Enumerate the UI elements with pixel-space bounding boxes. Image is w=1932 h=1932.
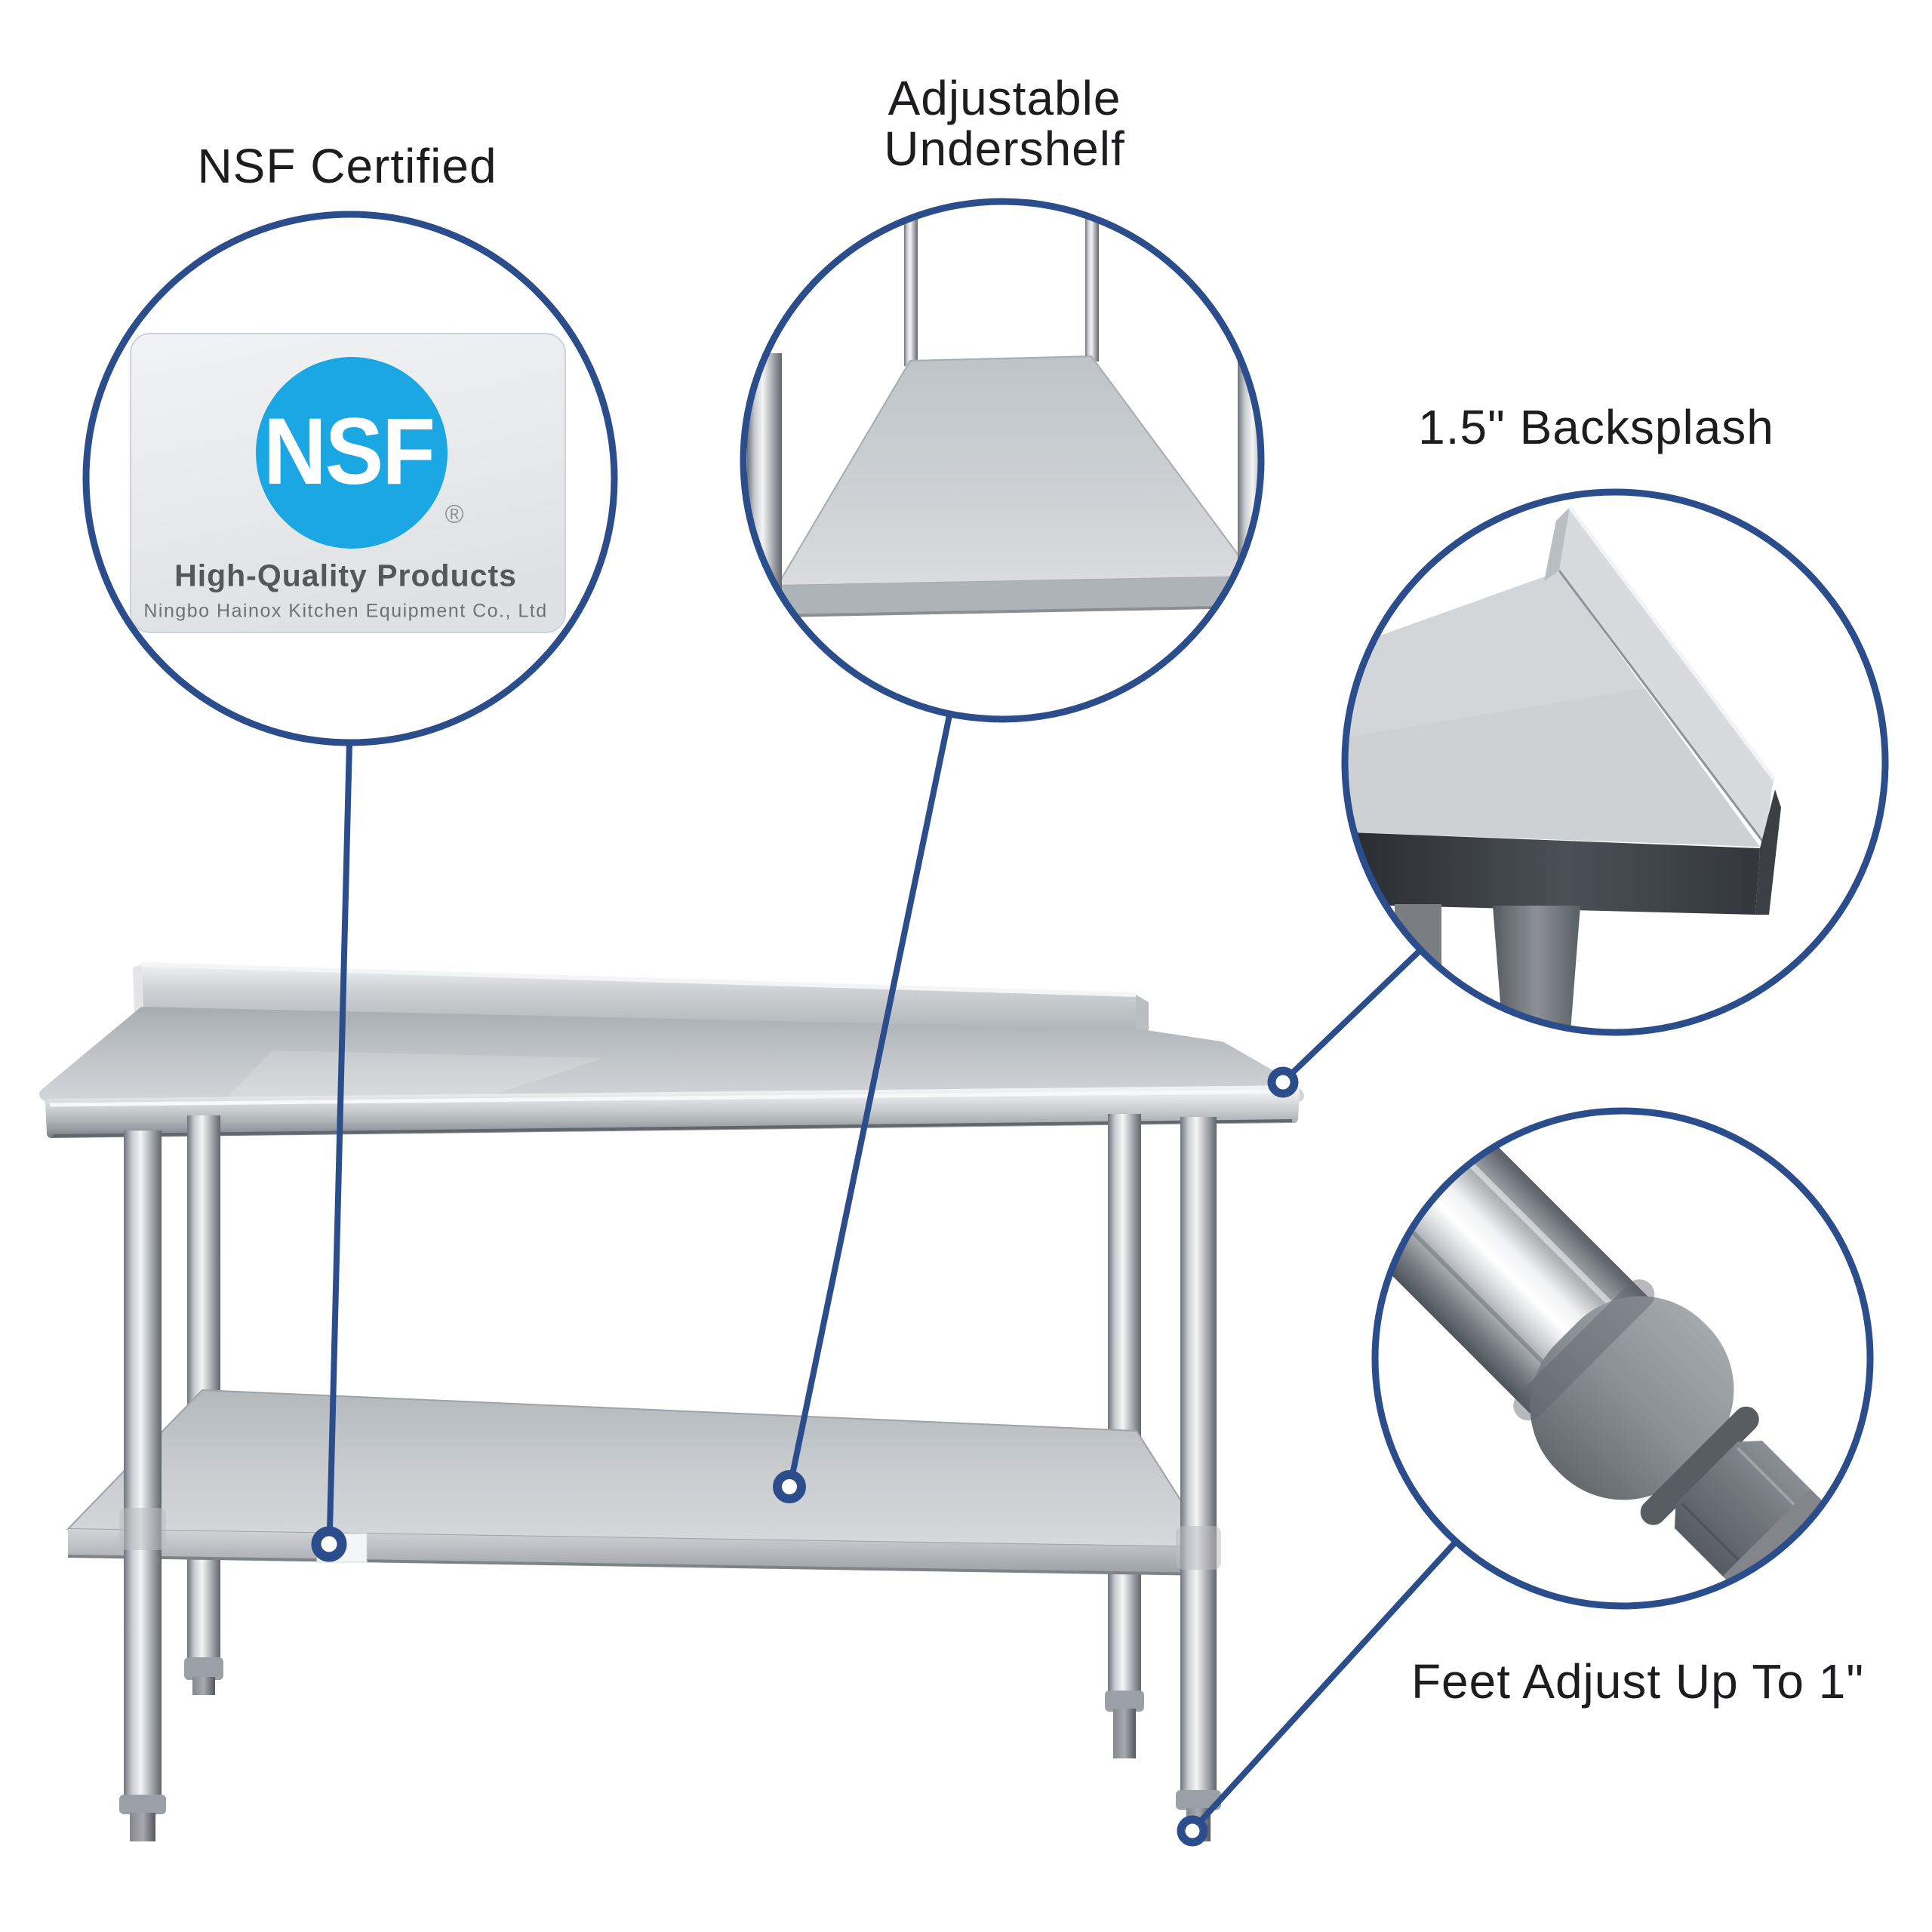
- tabletop-sheen: [226, 1051, 604, 1103]
- marker-undershelf-icon: [773, 1470, 806, 1503]
- callout-circle-nsf: [82, 211, 618, 746]
- nsf-logo-disc: [256, 357, 448, 549]
- nsf-card-company-line: Ningbo Hainox Kitchen Equipment Co., Ltd: [143, 600, 548, 622]
- table-leg-back-right: [1105, 1114, 1144, 1758]
- nsf-registered-mark: ®: [445, 500, 464, 529]
- undershelf-detail: [747, 204, 1259, 622]
- nsf-card-tagline: High-Quality Products: [174, 558, 517, 593]
- marker-backsplash-icon: [1267, 1066, 1299, 1098]
- table-leg-front-left: [119, 1131, 166, 1841]
- backsplash-detail: [1347, 506, 1781, 1030]
- callout-line-feet: [1198, 1540, 1458, 1823]
- table-undershelf: [66, 1389, 1212, 1576]
- feet-adjust-label: Feet Adjust Up To 1": [1411, 1654, 1865, 1709]
- marker-nsf-icon: [311, 1526, 347, 1562]
- nsf-logo-text: NSF: [263, 398, 435, 505]
- callout-line-nsf: [327, 740, 352, 1534]
- callout-circle-feet: [1371, 1107, 1874, 1610]
- callout-markers: [311, 1066, 1299, 1847]
- adjustable-undershelf-label-line2: Undershelf: [884, 122, 1125, 176]
- callout-circle-undershelf: [740, 198, 1265, 723]
- table-leg-front-right: [1176, 1117, 1221, 1841]
- callout-lines: [327, 712, 1458, 1823]
- callout-line-backsplash: [1289, 948, 1423, 1076]
- adjustable-undershelf-label-line1: Adjustable: [888, 71, 1121, 125]
- work-table: [39, 962, 1304, 1841]
- backsplash-label: 1.5" Backsplash: [1418, 400, 1774, 454]
- marker-feet-icon: [1177, 1815, 1208, 1847]
- nsf-certified-label: NSF Certified: [197, 139, 497, 193]
- callout-circle-backsplash: [1341, 488, 1889, 1036]
- callout-line-undershelf: [789, 712, 952, 1478]
- tabletop-front-edge: [45, 1085, 1300, 1138]
